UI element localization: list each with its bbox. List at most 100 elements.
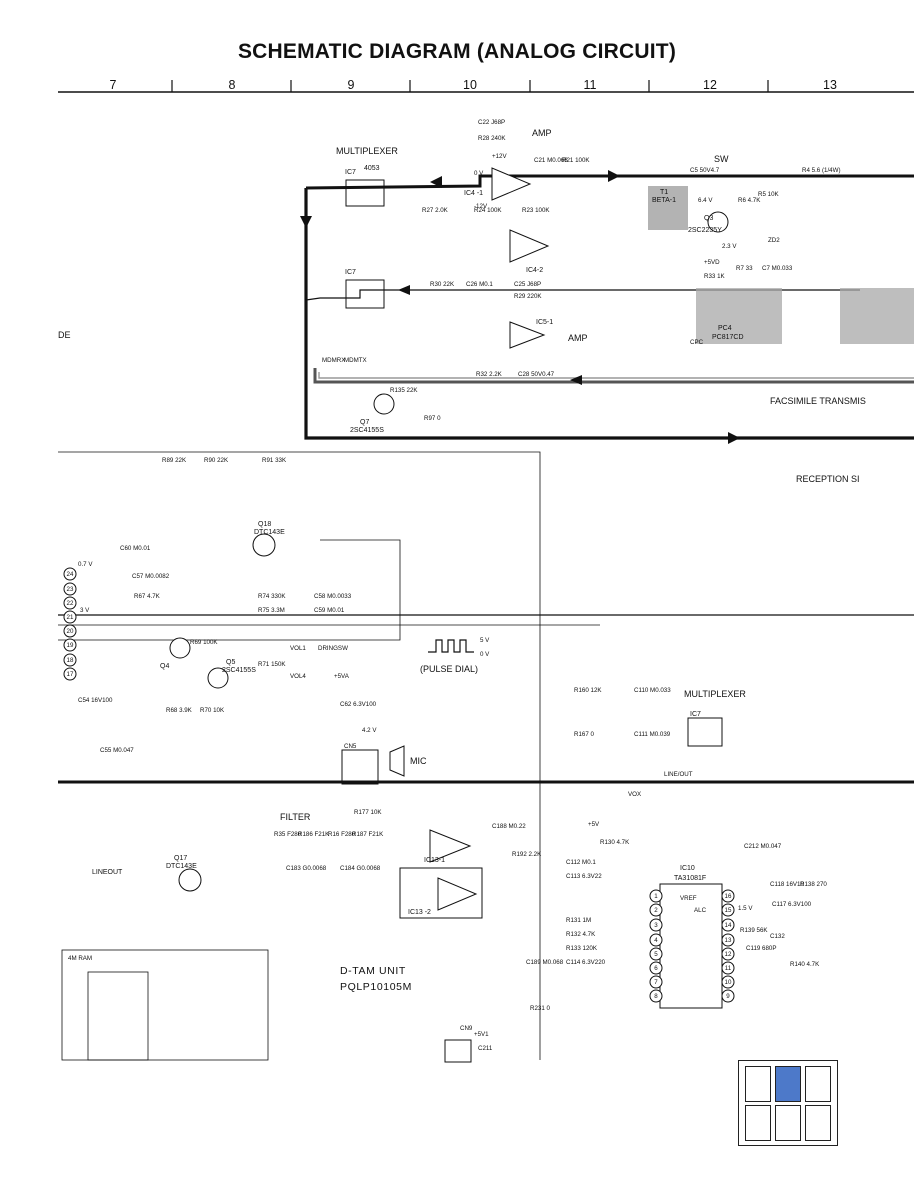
voltage-label: +12V xyxy=(492,153,507,160)
component-c114: C114 6.3V220 xyxy=(566,959,606,966)
component-r167: R167 0 xyxy=(574,731,595,738)
arrow-right-icon xyxy=(728,432,740,444)
facsimile-label: FACSIMILE TRANSMIS xyxy=(770,396,866,406)
arrow-right-icon xyxy=(608,170,620,182)
transformer-t1-shade xyxy=(648,186,688,230)
component-c117: C117 6.3V100 xyxy=(772,901,812,908)
photocoupler-pc4-shade xyxy=(696,288,782,344)
component-c21: C21 M0.068 xyxy=(534,157,568,164)
navigator-cell[interactable] xyxy=(745,1066,771,1102)
ic10-pin-2: 2 xyxy=(654,907,658,914)
component-r133: R133 120K xyxy=(566,945,598,952)
q18-label: Q18 xyxy=(258,521,271,528)
ic10-label: IC10 xyxy=(680,865,695,872)
component-c183: C183 G0.0068 xyxy=(286,865,327,872)
voltage-label: 5 V xyxy=(480,637,490,644)
net-alc: ALC xyxy=(694,907,707,914)
reception-label: RECEPTION SI xyxy=(796,474,860,484)
filter-label: FILTER xyxy=(280,812,311,822)
component-r130: R130 4.7K xyxy=(600,839,630,846)
voltage-labels: +12V -12V 0 V 6.4 V 2.3 V 4.2 V 5 V 0 V … xyxy=(78,153,753,1038)
arrow-down-icon xyxy=(300,216,312,228)
voltage-label: +5V1 xyxy=(474,1031,489,1038)
pc4-label: PC4 xyxy=(718,325,732,332)
ic10-pin-1: 1 xyxy=(654,893,658,900)
ic-boxes xyxy=(341,179,723,1063)
component-c57: C57 M0.0082 xyxy=(132,573,170,580)
net-cpc: CPC xyxy=(690,339,704,346)
dtam-part-label: PQLP10105M xyxy=(340,981,412,993)
navigator-cell-current[interactable] xyxy=(775,1066,801,1102)
column-label-8: 8 xyxy=(229,78,236,92)
component-r187: R187 F21K xyxy=(352,831,384,838)
component-cn5: CN5 xyxy=(344,743,357,750)
component-c132: C132 xyxy=(770,933,785,940)
component-c60: C60 M0.01 xyxy=(120,545,151,552)
component-c118: C118 16V10 xyxy=(770,881,805,888)
arrow-left-icon xyxy=(570,375,582,385)
voltage-label: +5VD xyxy=(704,259,720,266)
component-r90: R90 22K xyxy=(204,457,229,464)
component-c28: C28 50V0.47 xyxy=(518,371,555,378)
component-r69: R69 100K xyxy=(190,639,218,646)
de-label: DE xyxy=(58,330,71,340)
component-c119: C119 680P xyxy=(746,945,777,952)
column-ruler: 7 8 9 10 11 12 13 xyxy=(58,78,914,93)
navigator-cell[interactable] xyxy=(745,1105,771,1141)
component-c25: C25 J68P xyxy=(514,281,541,288)
navigator-cell[interactable] xyxy=(805,1066,831,1102)
voltage-label: 4.2 V xyxy=(362,727,377,734)
navigator-cell[interactable] xyxy=(775,1105,801,1141)
voltage-label: 2.3 V xyxy=(722,243,737,250)
pulse-dial-label: (PULSE DIAL) xyxy=(420,664,478,674)
ic10-pin-5: 5 xyxy=(654,951,658,958)
component-r75: R75 3.3M xyxy=(258,607,285,614)
ic10-pin-15: 15 xyxy=(725,907,732,914)
column-label-10: 10 xyxy=(463,78,477,92)
component-r140: R140 4.7K xyxy=(790,961,820,968)
component-r4: R4 5.6 (1/4W) xyxy=(802,167,841,174)
navigator-cell[interactable] xyxy=(805,1105,831,1141)
block-labels: MULTIPLEXER AMP AMP SW MULTIPLEXER FILTE… xyxy=(58,128,866,993)
net-vol4: VOL4 xyxy=(290,673,306,680)
component-r5: R5 10K xyxy=(758,191,780,198)
component-c184: C184 G0.0068 xyxy=(340,865,381,872)
net-lineout: LINE/OUT xyxy=(664,771,693,778)
connector-pin-20: 20 xyxy=(67,628,74,635)
connector-pin-23: 23 xyxy=(67,586,74,593)
voltage-label: 0.7 V xyxy=(78,561,93,568)
ram-label: 4M RAM xyxy=(68,955,92,962)
left-connector: 24 23 22 21 20 19 18 17 xyxy=(63,567,77,681)
arrow-left-icon xyxy=(398,285,410,295)
ic4-2-label: IC4-2 xyxy=(526,267,543,274)
component-r160: R160 12K xyxy=(574,687,602,694)
component-cn9: CN9 xyxy=(460,1025,473,1032)
q7-label: Q7 xyxy=(360,419,369,426)
component-r139: R139 56K xyxy=(740,927,768,934)
page-navigator[interactable] xyxy=(738,1060,838,1146)
column-label-12: 12 xyxy=(703,78,717,92)
component-r71: R71 150K xyxy=(258,661,286,668)
q5-label: Q5 xyxy=(226,659,235,666)
t1-label: T1 xyxy=(660,189,668,196)
q17-label: Q17 xyxy=(174,855,187,862)
net-mdmrx: MDMRX xyxy=(322,357,345,364)
component-r24: R24 100K xyxy=(474,207,502,214)
component-r231: R231 0 xyxy=(530,1005,551,1012)
multiplexer-top-label: MULTIPLEXER xyxy=(336,146,398,156)
q7-part: 2SC4155S xyxy=(350,427,384,434)
sw-label: SW xyxy=(714,154,729,164)
net-vol1: VOL1 xyxy=(290,645,306,652)
net-vox: VOX xyxy=(628,791,641,798)
ic10-pin-12: 12 xyxy=(725,951,732,958)
component-c189: C189 M0.068 xyxy=(526,959,564,966)
component-zd2: ZD2 xyxy=(768,237,780,244)
column-label-9: 9 xyxy=(348,78,355,92)
component-c112: C112 M0.1 xyxy=(566,859,596,866)
component-r68: R68 3.9K xyxy=(166,707,193,714)
component-c54: C54 16V100 xyxy=(78,697,113,704)
mic-icon xyxy=(389,745,405,777)
component-c211: C211 xyxy=(478,1045,493,1052)
amp-mid-label: AMP xyxy=(568,333,588,343)
component-r135: R135 22K xyxy=(390,387,418,394)
